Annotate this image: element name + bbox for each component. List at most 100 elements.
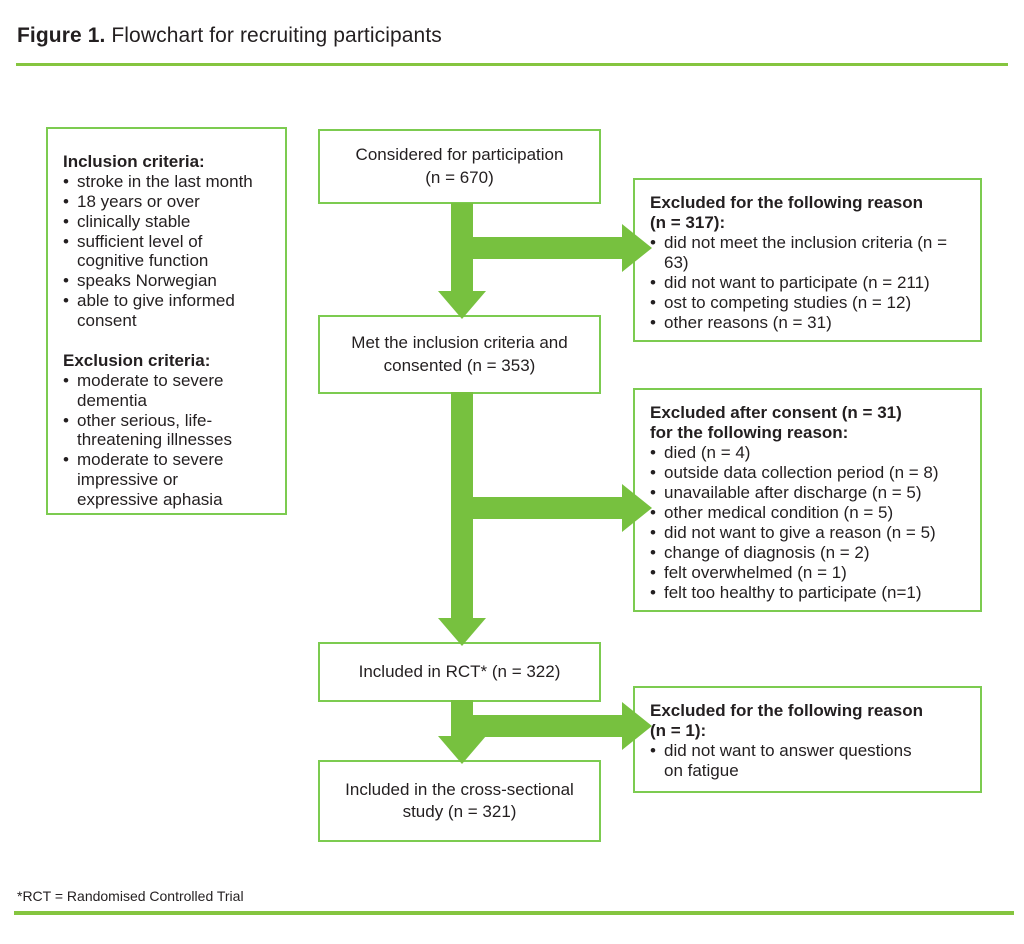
excluded-box-1: Excluded for the following reason(n = 31…: [633, 178, 982, 342]
bullet-text: 18 years or over: [77, 191, 200, 211]
top-divider: [16, 63, 1008, 66]
bullet-item: • other reasons (n = 31): [650, 313, 972, 333]
bullet-text: other medical condition (n = 5): [664, 503, 894, 523]
bullet-item: • felt too healthy to participate (n=1): [650, 583, 972, 603]
arrow-right-icon: [622, 702, 652, 750]
text-line: (n = 1):: [650, 721, 707, 741]
bullet-text: died (n = 4): [664, 443, 751, 463]
bullet-icon: •: [63, 231, 69, 251]
bullet-text: felt too healthy to participate (n=1): [664, 583, 922, 603]
criteria-box: Inclusion criteria: • stroke in the last …: [46, 127, 287, 515]
text-line: consented (n = 353): [383, 355, 536, 375]
excluded-box-2-list: • died (n = 4) • outside data collection pe…: [650, 443, 972, 603]
bullet-icon: •: [650, 443, 656, 463]
bullet-item: •clinically stable: [63, 212, 261, 232]
bullet-item: • unavailable after discharge (n = 5): [650, 483, 972, 503]
bottom-divider: [14, 911, 1014, 915]
text-line: (n = 670): [425, 167, 494, 187]
excluded-box-1-title: Excluded for the following reason(n = 31…: [650, 193, 972, 233]
arrow-right-icon: [622, 484, 652, 532]
bullet-item: •moderate to severe impressive or expres…: [63, 450, 261, 510]
arrow-right-icon: [622, 224, 652, 272]
flow-box-considered-text: Considered for participation(n = 670): [356, 144, 564, 188]
text-line: Met the inclusion criteria and: [351, 333, 568, 353]
bullet-item: •did not want to answer questions on fat…: [650, 741, 928, 781]
excluded-box-1-list: • did not meet the inclusion criteria (n …: [650, 233, 972, 333]
bullet-item: • did not want to give a reason (n = 5): [650, 523, 972, 543]
bullet-text: clinically stable: [77, 211, 191, 231]
bullet-icon: •: [650, 741, 656, 761]
exclusion-criteria-title: Exclusion criteria:: [63, 350, 211, 370]
bullet-icon: •: [650, 543, 656, 563]
bullet-icon: •: [650, 523, 656, 543]
exclusion-criteria-section: Exclusion criteria: •moderate to severe …: [63, 351, 261, 510]
arrow-shaft-horizontal-2: [462, 497, 624, 519]
figure-caption: Flowchart for recruiting participants: [105, 24, 442, 47]
inclusion-criteria-list: • stroke in the last month • 18 years or ov…: [63, 172, 261, 331]
text-line: Included in RCT* (n = 322): [358, 661, 561, 681]
flow-box-considered: Considered for participation(n = 670): [318, 129, 601, 204]
excluded-box-3-title: Excluded for the following reason(n = 1)…: [650, 701, 928, 741]
bullet-icon: •: [650, 503, 656, 523]
bullet-icon: •: [63, 291, 69, 311]
bullet-text: change of diagnosis (n = 2): [664, 543, 870, 563]
arrow-shaft-horizontal-3: [462, 715, 624, 737]
bullet-item: •speaks Norwegian: [63, 271, 261, 291]
bullet-text: other reasons (n = 31): [664, 313, 832, 333]
text-line: (n = 317):: [650, 213, 726, 233]
arrow-shaft-horizontal-1: [462, 237, 624, 259]
bullet-icon: •: [63, 271, 69, 291]
bullet-text: outside data collection period (n = 8): [664, 463, 939, 483]
bullet-icon: •: [650, 293, 656, 313]
bullet-item: • ost to competing studies (n = 12): [650, 293, 972, 313]
bullet-item: • did not want to participate (n = 211): [650, 273, 972, 293]
bullet-text: did not want to participate (n = 211): [664, 273, 930, 293]
flow-box-rct: Included in RCT* (n = 322): [318, 642, 601, 702]
excluded-box-3-list: •did not want to answer questions on fat…: [650, 741, 928, 781]
bullet-icon: •: [650, 313, 656, 333]
bullet-icon: •: [63, 410, 69, 430]
bullet-item: • outside data collection period (n = 8): [650, 463, 972, 483]
bullet-text: unavailable after discharge (n = 5): [664, 483, 922, 503]
excluded-box-2-title: Excluded after consent (n = 31)for the f…: [650, 403, 972, 443]
bullet-text: stroke in the last month: [77, 171, 253, 191]
bullet-icon: •: [650, 583, 656, 603]
footnote: *RCT = Randomised Controlled Trial: [17, 888, 244, 904]
inclusion-criteria-title: Inclusion criteria:: [63, 152, 205, 171]
bullet-text: did not want to give a reason (n = 5): [664, 523, 936, 543]
bullet-item: • able to give informed consent: [63, 291, 261, 331]
text-line: for the following reason:: [650, 423, 849, 443]
bullet-text: other serious, life-threatening illnesse…: [77, 410, 232, 450]
bullet-item: • died (n = 4): [650, 443, 972, 463]
bullet-icon: •: [650, 463, 656, 483]
bullet-item: • sufficient level of cognitive function: [63, 232, 261, 272]
text-line: Excluded for the following reason: [650, 193, 923, 212]
arrow-down-icon: [438, 736, 486, 764]
bullet-text: able to give informed consent: [77, 291, 235, 330]
bullet-text: sufficient level of cognitive function: [77, 231, 209, 271]
flow-box-rct-text: Included in RCT* (n = 322): [359, 661, 561, 683]
bullet-item: •did not meet the inclusion criteria (n …: [650, 233, 972, 273]
bullet-text: did not meet the inclusion criteria (n =…: [664, 233, 948, 273]
arrow-down-icon: [438, 291, 486, 319]
excluded-box-2: Excluded after consent (n = 31)for the f…: [633, 388, 982, 612]
bullet-item: • 18 years or over: [63, 192, 261, 212]
bullet-icon: •: [650, 563, 656, 583]
text-line: Excluded for the following reason: [650, 701, 923, 720]
text-line: Considered for participation: [355, 145, 564, 165]
bullet-text: ost to competing studies (n = 12): [664, 293, 912, 313]
arrow-down-icon: [438, 618, 486, 646]
figure-label: Figure 1.: [17, 24, 106, 47]
bullet-icon: •: [650, 483, 656, 503]
text-line: Excluded after consent (n = 31): [650, 403, 902, 422]
inclusion-criteria-section: Inclusion criteria: • stroke in the last …: [63, 152, 261, 331]
bullet-icon: •: [63, 191, 69, 211]
figure-title: Figure 1. Flowchart for recruiting parti…: [17, 24, 442, 48]
bullet-text: felt overwhelmed (n = 1): [664, 563, 847, 583]
bullet-icon: •: [650, 273, 656, 293]
